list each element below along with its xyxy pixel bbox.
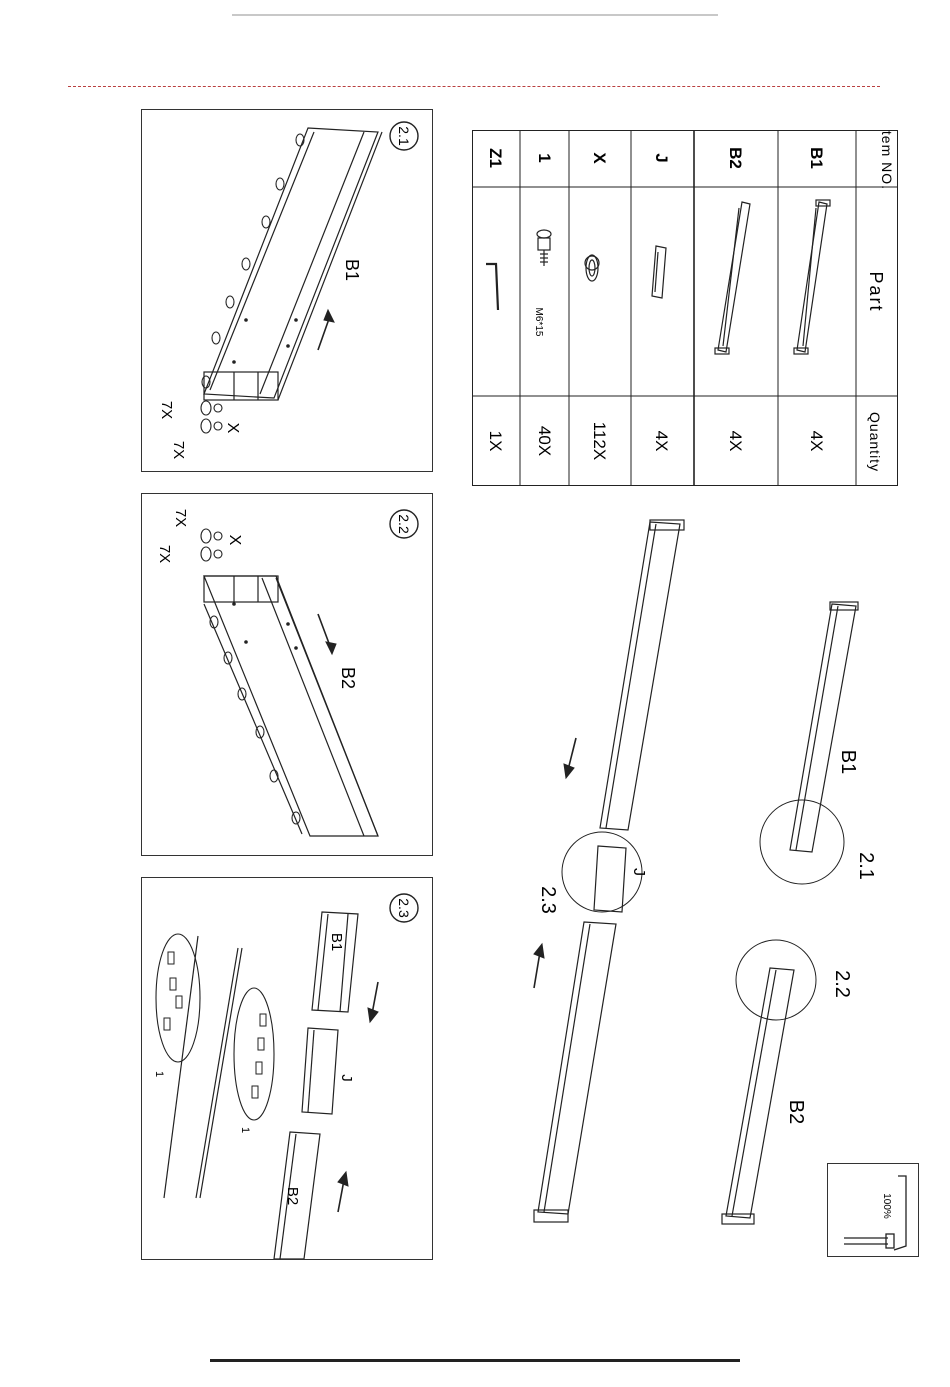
header-rule	[232, 14, 718, 16]
step-2-3-callout-a: 1	[153, 1071, 165, 1077]
row-qty-b1: 4X	[807, 431, 826, 452]
overview-callout-22-ring	[736, 940, 816, 1020]
row-qty-1: 40X	[535, 426, 554, 456]
step-2-1-number: 2.1	[396, 126, 412, 146]
parts-table: Item NO. Part Quantity B1 B2 J X 1 Z1 4X…	[472, 130, 898, 486]
step-2-1-arrow-icon	[318, 310, 334, 350]
step-2-3-callout-b: 1	[239, 1127, 251, 1133]
step-2-3-callout-a-ring	[156, 934, 200, 1062]
step-2-2-count-b: 7X	[156, 545, 173, 563]
overview-long-beam	[534, 520, 684, 1222]
header-item-no: Item NO.	[879, 130, 895, 190]
step-2-1-count-b: 7X	[170, 441, 187, 459]
row-item-1: 1	[535, 153, 554, 162]
overview-callout-21: 2.1	[855, 852, 877, 880]
overview-b1-label: B1	[837, 750, 859, 774]
overview-b1-beam	[790, 602, 858, 852]
overview-connector-label: J	[630, 868, 647, 876]
step-2-1-count-a: 7X	[158, 401, 175, 419]
step-2-3-bottom-part-label: B2	[284, 1187, 301, 1205]
step-2-2-panel: 2.2	[141, 493, 433, 856]
row-qty-z1: 1X	[486, 431, 505, 452]
footer-rule	[210, 1359, 740, 1362]
overview-callout-23: 2.3	[537, 886, 559, 914]
overview-b2-label: B2	[785, 1100, 807, 1124]
step-2-3-panel: 2.3 B1 J B2	[141, 877, 433, 1260]
step-2-2-clip-label: X	[226, 535, 243, 546]
step-2-3-top-part-label: B1	[328, 933, 345, 951]
part-1-size-note: M6*15	[533, 308, 544, 337]
step-2-3-arrow-up-icon	[338, 1172, 348, 1212]
row-qty-b2: 4X	[726, 431, 745, 452]
overview-callout-23-ring	[562, 832, 642, 912]
overview-callout-22: 2.2	[831, 970, 853, 998]
step-2-3-drawing: 2.3 B1 J B2	[142, 878, 432, 1259]
header-dashed-rule	[68, 86, 880, 87]
row-qty-j: 4X	[652, 431, 671, 452]
step-2-2-number: 2.2	[396, 514, 412, 534]
step-2-1-drawing: 2.1	[142, 110, 432, 471]
step-2-2-count-a: 7X	[172, 509, 189, 527]
scale-label: 100%	[881, 1193, 892, 1219]
row-item-x: X	[590, 152, 609, 164]
step-2-2-clips-icon	[201, 529, 300, 824]
overview-drawing: J 2.3 B1 2.1 B2 2.2	[460, 500, 930, 1250]
row-item-z1: Z1	[486, 148, 505, 168]
scale-box: 100%	[827, 1163, 919, 1257]
row-qty-x: 112X	[590, 422, 609, 460]
row-item-b1: B1	[807, 147, 826, 169]
overview-b2-beam	[722, 968, 794, 1224]
step-2-3-number: 2.3	[396, 898, 412, 918]
header-quantity: Quantity	[867, 412, 883, 472]
step-2-3-arrow-down-icon	[368, 982, 378, 1022]
overview-arrow-up-icon	[534, 944, 544, 988]
step-2-2-drawing: 2.2	[142, 494, 432, 855]
header-part: Part	[866, 271, 886, 312]
row-item-b2: B2	[726, 147, 745, 169]
step-2-1-clip-label: X	[224, 423, 241, 434]
step-2-1-panel: 2.1	[141, 109, 433, 472]
step-2-1-part-label: B1	[342, 259, 362, 281]
step-2-2-part-label: B2	[338, 667, 358, 689]
row-item-j: J	[652, 153, 671, 162]
overview-arrow-down-icon	[564, 738, 576, 778]
step-2-3-callout-b-ring	[234, 988, 274, 1120]
step-2-3-mid-part-label: J	[338, 1074, 355, 1082]
step-2-2-arrow-icon	[318, 614, 336, 654]
scale-allen-key-icon: 100%	[828, 1164, 918, 1256]
